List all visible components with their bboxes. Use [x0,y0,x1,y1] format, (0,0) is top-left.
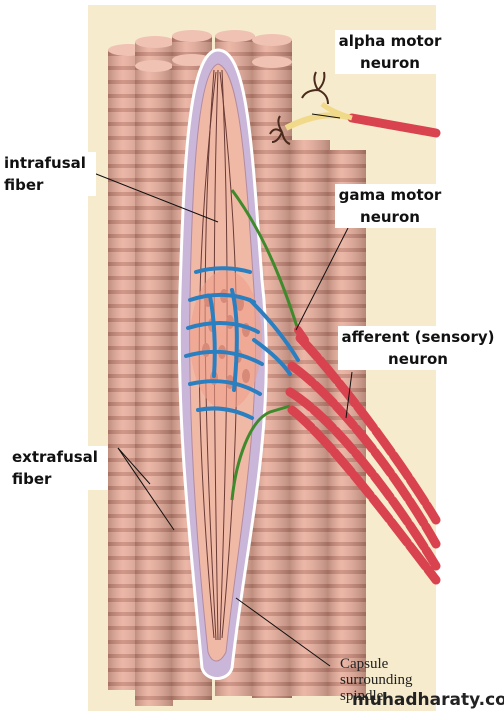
label-line: extrafusal [12,448,98,466]
label-intrafusal-fiber: intrafusal fiber [4,152,96,196]
label-line: intrafusal [4,154,86,172]
caption-line: Capsule [340,656,389,672]
label-line: neuron [360,54,420,72]
nerve-bundle [285,333,441,585]
label-line: alpha motor [338,32,442,50]
leader-lines [85,113,353,667]
label-alpha-motor-neuron: alpha motor neuron [335,30,445,74]
watermark: muhadharaty.com [352,690,504,710]
label-line: neuron [360,208,420,226]
caption-line: spindle [340,688,384,704]
label-line: afferent (sensory) [341,328,495,346]
label-line: fiber [4,176,44,194]
label-extrafusal-fiber: extrafusal fiber [12,446,108,490]
caption-capsule: Capsule surrounding spindle [340,656,413,704]
label-line: neuron [388,350,448,368]
afferent-endings [184,266,300,420]
label-afferent-sensory-neuron: afferent (sensory) neuron [338,326,498,370]
caption-line: surrounding [340,672,413,688]
label-line: gama motor [338,186,442,204]
label-line: fiber [12,470,52,488]
label-gama-motor-neuron: gama motor neuron [335,184,445,228]
extrafusal-fiber [135,60,173,706]
